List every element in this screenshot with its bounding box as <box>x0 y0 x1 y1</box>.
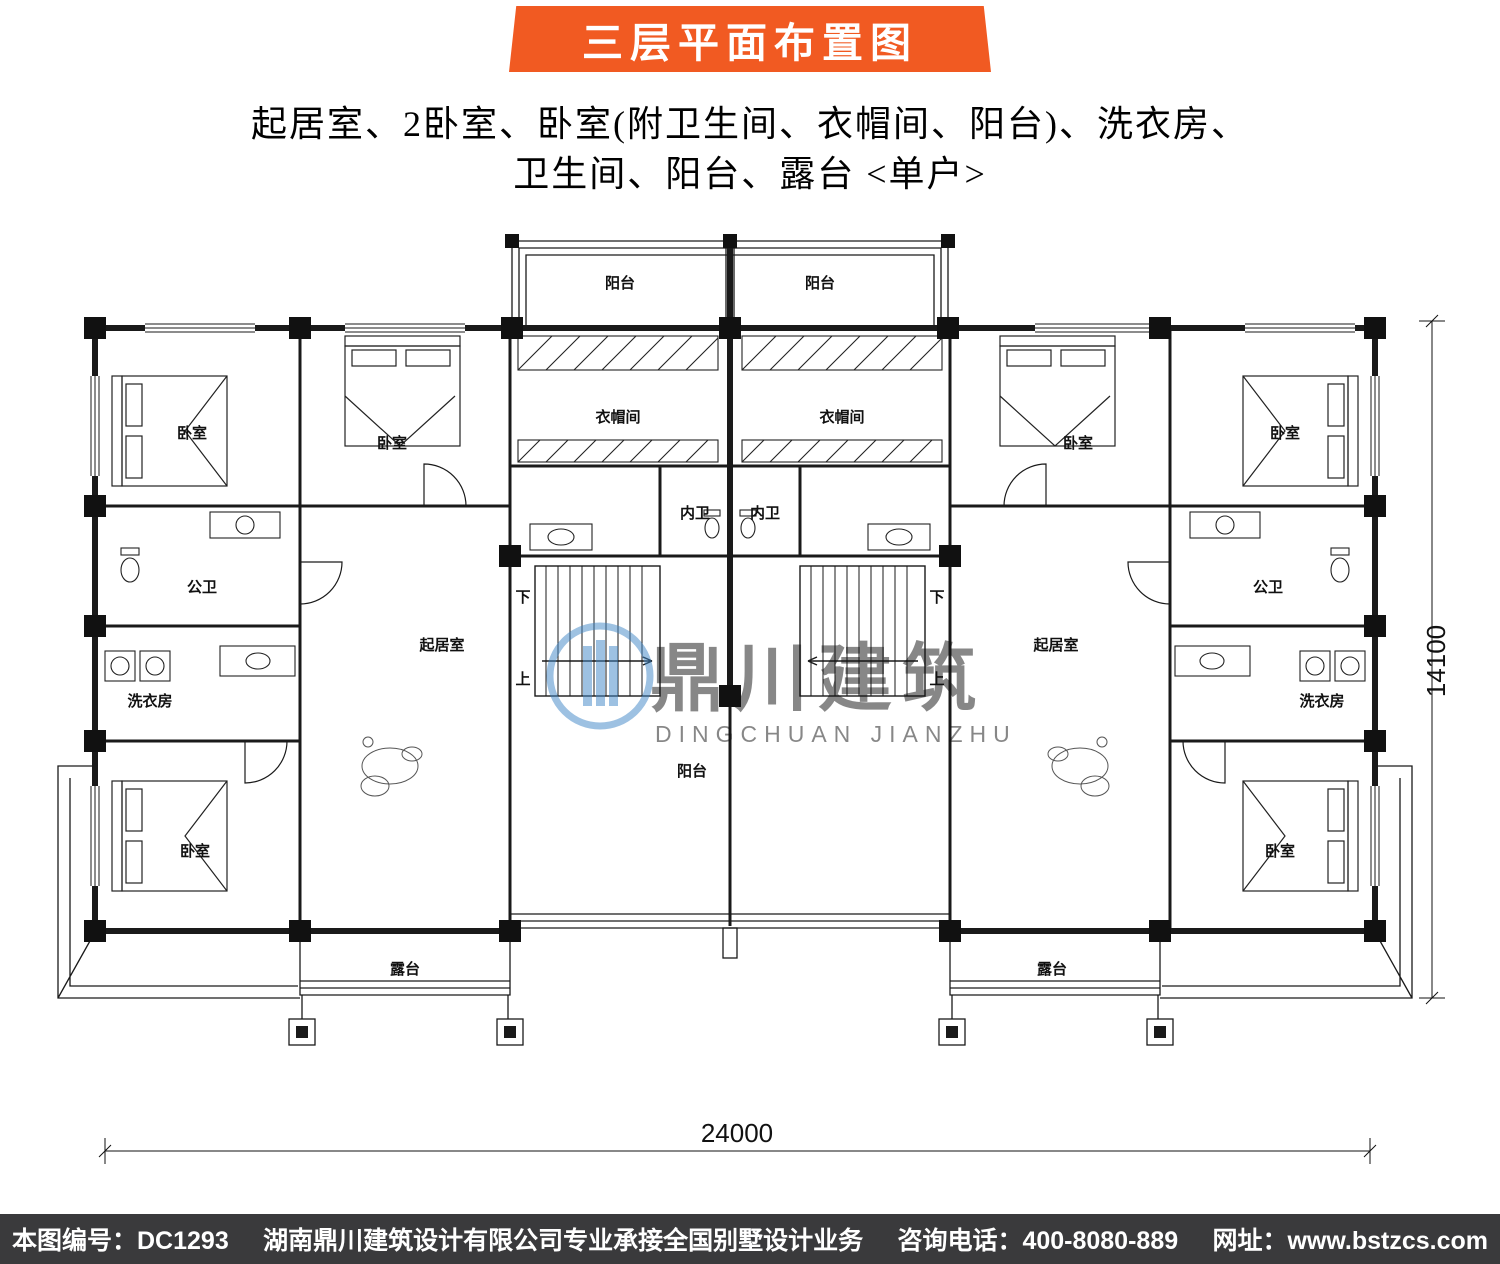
label-bedroom-tl2: 卧室 <box>377 434 407 452</box>
label-bedroom-br: 卧室 <box>1265 842 1295 860</box>
watermark-name: 鼎川建筑 <box>650 637 986 720</box>
footer-drawing-no: 本图编号：DC1293 <box>12 1227 229 1255</box>
footer-phone: 咨询电话：400-8080-889 <box>897 1227 1179 1255</box>
label-stair-up-left: 上 <box>515 671 530 688</box>
doors <box>244 463 1226 784</box>
label-bedroom-tr2: 卧室 <box>1063 434 1093 452</box>
columns <box>84 234 1386 942</box>
dim-width: 24000 <box>701 1118 773 1148</box>
room-labels: 阳台 阳台 卧室 卧室 卧室 卧室 衣帽间 衣帽间 内卫 内卫 公卫 公卫 洗衣… <box>127 274 1344 978</box>
footer-bar: 本图编号：DC1293 湖南鼎川建筑设计有限公司专业承接全国别墅设计业务 咨询电… <box>0 1214 1500 1264</box>
interior-walls <box>95 328 1375 931</box>
label-balcony-bottom: 阳台 <box>677 762 707 780</box>
label-terrace-right: 露台 <box>1037 960 1067 978</box>
label-terrace-left: 露台 <box>390 960 420 978</box>
subtitle-line1: 起居室、2卧室、卧室(附卫生间、衣帽间、阳台)、洗衣房、 <box>251 104 1249 144</box>
label-stair-up-right: 上 <box>929 671 944 688</box>
stairs-right <box>799 565 926 697</box>
footer-website: 网址：www.bstzcs.com <box>1212 1227 1488 1255</box>
label-laundry-right: 洗衣房 <box>1299 692 1344 710</box>
subtitle: 起居室、2卧室、卧室(附卫生间、衣帽间、阳台)、洗衣房、 卫生间、阳台、露台 <… <box>0 100 1500 199</box>
label-stair-down-right: 下 <box>929 589 944 606</box>
label-living-left: 起居室 <box>418 636 464 654</box>
label-living-right: 起居室 <box>1032 636 1078 654</box>
label-publicbath-left: 公卫 <box>187 579 217 596</box>
dimensions <box>98 314 1445 1164</box>
bottom-railings <box>57 765 1413 1046</box>
label-cloakroom-right: 衣帽间 <box>819 408 864 426</box>
dim-height: 14100 <box>1421 625 1451 697</box>
label-cloakroom-left: 衣帽间 <box>595 408 640 426</box>
label-innerbath-right: 内卫 <box>750 504 780 522</box>
beds <box>111 335 1359 892</box>
fixtures <box>104 335 1366 682</box>
watermark: 鼎川建筑 DINGCHUAN JIANZHU <box>546 622 1017 747</box>
subtitle-line2: 卫生间、阳台、露台 <单户> <box>513 153 987 194</box>
plants <box>360 736 1110 797</box>
railing-posts <box>296 1026 1166 1038</box>
label-bedroom-bl: 卧室 <box>180 842 210 860</box>
label-balcony-top-right: 阳台 <box>805 274 835 292</box>
windows <box>89 322 1381 886</box>
title-banner: 三层平面布置图 <box>509 6 991 72</box>
label-bedroom-tl: 卧室 <box>177 424 207 442</box>
page-title: 三层平面布置图 <box>582 20 918 66</box>
watermark-subtitle: DINGCHUAN JIANZHU <box>655 721 1017 747</box>
label-stair-down-left: 下 <box>515 589 530 606</box>
label-bedroom-tr: 卧室 <box>1270 424 1300 442</box>
label-innerbath-left: 内卫 <box>680 504 710 522</box>
watermark-logo-icon <box>546 622 654 730</box>
footer-company: 湖南鼎川建筑设计有限公司专业承接全国别墅设计业务 <box>263 1227 864 1255</box>
label-publicbath-right: 公卫 <box>1253 579 1283 596</box>
label-laundry-left: 洗衣房 <box>127 692 172 710</box>
outer-walls <box>92 241 1378 934</box>
floor-plan: 鼎川建筑 DINGCHUAN JIANZHU 阳台 阳台 卧室 卧室 卧室 卧室… <box>57 234 1451 1164</box>
label-balcony-top-left: 阳台 <box>605 274 635 292</box>
